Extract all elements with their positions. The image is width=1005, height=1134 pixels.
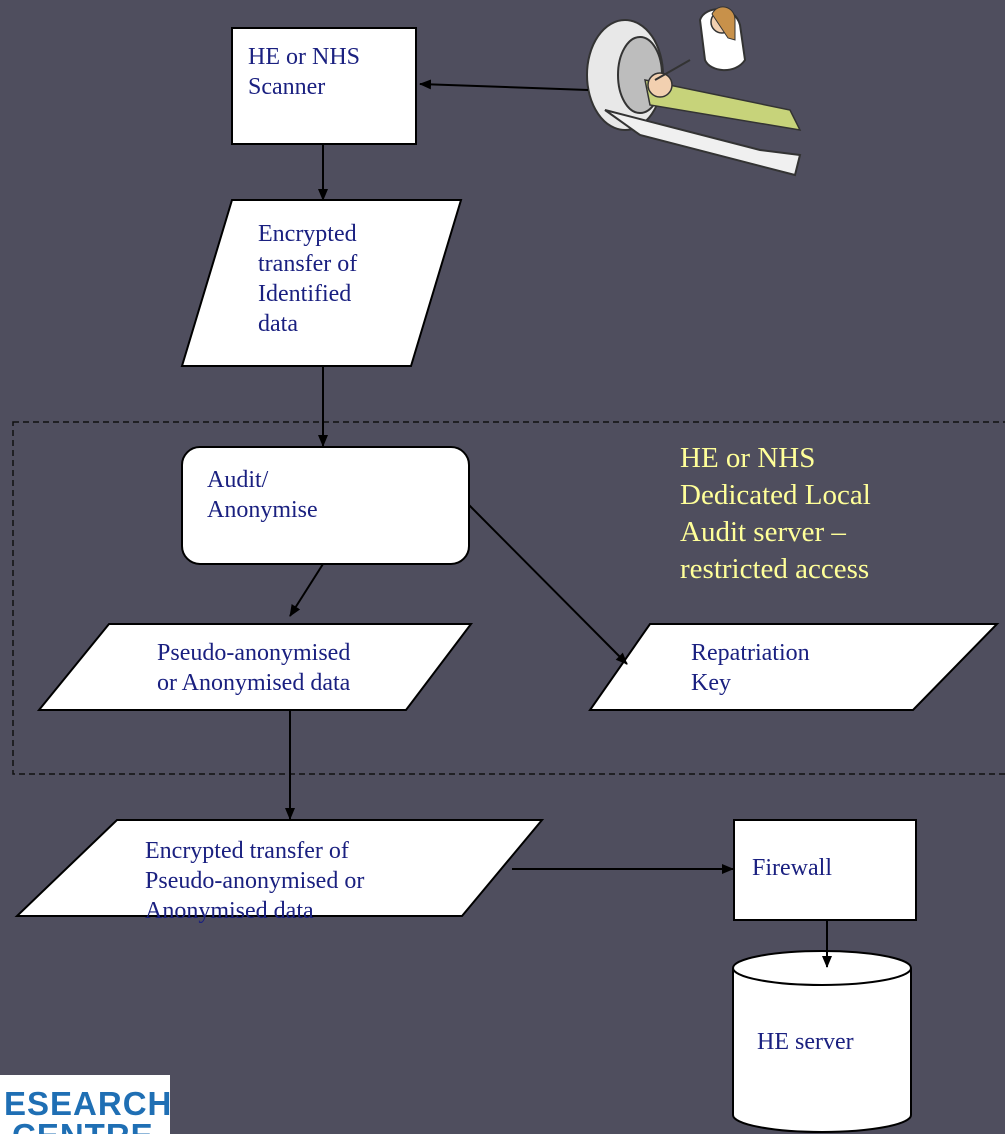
repatriation-parallelogram: [588, 623, 1000, 711]
scanner-label-line-1: HE or NHS: [248, 44, 360, 70]
encrypted-pseudo-parallelogram: [14, 819, 545, 917]
audit-label: Audit/ Anonymise: [207, 465, 318, 525]
region-label-line-4: restricted access: [680, 553, 870, 585]
encrypted-identified-line-2: transfer of: [258, 251, 358, 277]
pseudo-parallelogram: [36, 623, 474, 711]
encrypted-pseudo-line-2: Pseudo-anonymised or: [145, 868, 365, 894]
scanner-label-line-2: Scanner: [248, 74, 326, 100]
encrypted-pseudo-label: Encrypted transfer of Pseudo-anonymised …: [145, 836, 364, 926]
encrypted-pseudo-line-3: Anonymised data: [145, 898, 314, 924]
encrypted-identified-label: Encrypted transfer of Identified data: [258, 219, 357, 339]
arrow-audit-to-repatriation: [468, 504, 628, 665]
firewall-box: [733, 819, 917, 921]
scanner-box: [231, 27, 417, 145]
encrypted-identified-line-3: Identified: [258, 281, 352, 307]
firewall-label-line-1: Firewall: [752, 855, 832, 881]
encrypted-identified-parallelogram: [180, 199, 463, 367]
he-server-cylinder: [732, 950, 912, 1133]
he-server-label: HE server: [757, 1027, 854, 1057]
logo-text-line-1: ESEARCH: [4, 1085, 170, 1122]
pseudo-label-line-2: or Anonymised data: [157, 670, 351, 696]
arrow-audit-to-pseudo: [289, 563, 324, 617]
mri-scanner-clipart-icon: [586, 6, 802, 177]
encrypted-pseudo-line-1: Encrypted transfer of: [145, 838, 349, 864]
pseudo-label: Pseudo-anonymised or Anonymised data: [157, 638, 350, 698]
arrow-clipart-to-scanner: [419, 79, 589, 91]
repatriation-label: Repatriation Key: [691, 638, 810, 698]
he-server-label-line-1: HE server: [757, 1029, 854, 1055]
region-label-line-2: Dedicated Local: [680, 479, 871, 511]
pseudo-label-line-1: Pseudo-anonymised: [157, 640, 351, 666]
scanner-label: HE or NHS Scanner: [248, 42, 360, 102]
audit-server-region-label: HE or NHS Dedicated Local Audit server –…: [680, 440, 871, 588]
logo-text-line-2: CENTRE: [12, 1119, 154, 1134]
repatriation-label-line-2: Key: [691, 670, 731, 696]
audit-label-line-1: Audit/: [207, 467, 269, 493]
encrypted-identified-line-4: data: [258, 311, 298, 337]
region-label-line-3: Audit server –: [680, 516, 846, 548]
repatriation-label-line-1: Repatriation: [691, 640, 810, 666]
audit-server-region: [12, 421, 1005, 775]
encrypted-identified-line-1: Encrypted: [258, 221, 357, 247]
research-centre-logo: ESEARCH CENTRE: [0, 1075, 170, 1134]
region-label-line-1: HE or NHS: [680, 442, 816, 474]
audit-label-line-2: Anonymise: [207, 497, 318, 523]
firewall-label: Firewall: [752, 853, 832, 883]
